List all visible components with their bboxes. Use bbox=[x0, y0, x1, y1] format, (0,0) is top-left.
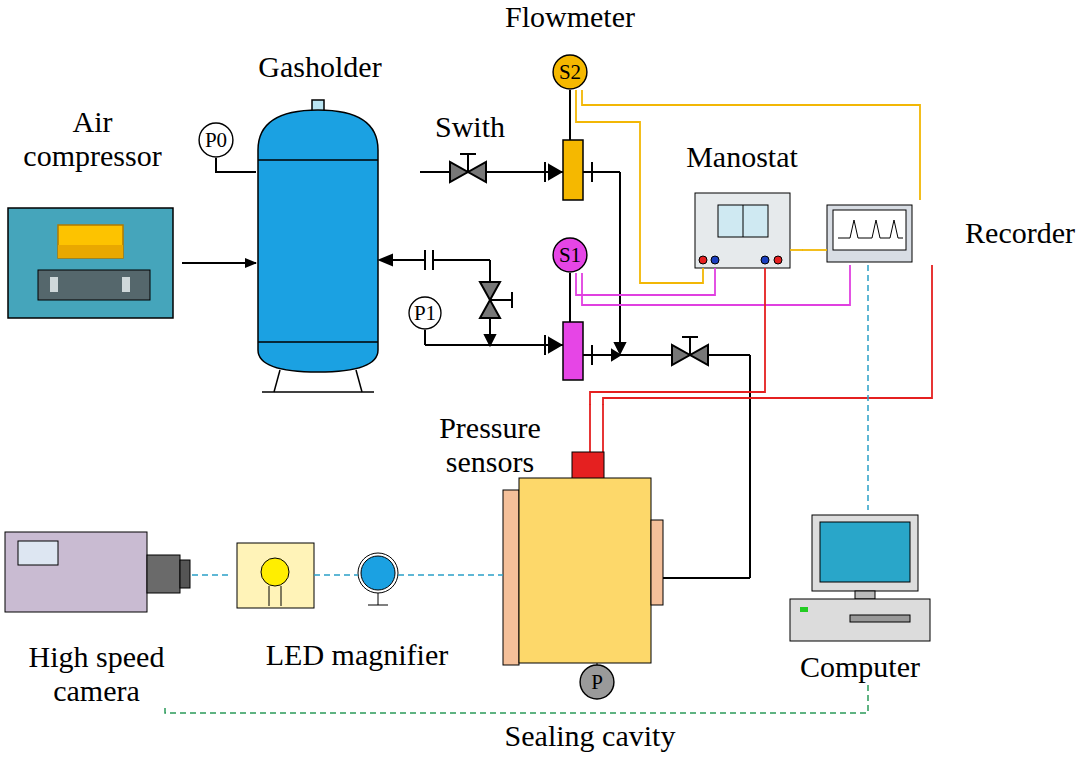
recorder-unit bbox=[827, 205, 912, 262]
flowmeter-body bbox=[563, 322, 583, 380]
connector-line bbox=[576, 268, 715, 295]
component-label: Gasholder bbox=[258, 50, 381, 84]
light-node: LED magnifier bbox=[232, 540, 482, 672]
connector-line bbox=[582, 90, 920, 200]
led-light bbox=[237, 543, 314, 608]
connector-line bbox=[802, 249, 827, 251]
air-compressor bbox=[8, 208, 173, 318]
camera-node: High speed camera bbox=[1, 530, 192, 708]
recorder-node: Recorder bbox=[827, 200, 1078, 265]
component-label: Recorder bbox=[965, 216, 1075, 250]
gasholder-tank bbox=[258, 100, 378, 392]
connector-line bbox=[165, 684, 868, 713]
magnifier-lens bbox=[358, 553, 398, 605]
component-label: Swith bbox=[420, 110, 520, 144]
connector-line bbox=[216, 158, 256, 172]
connector-line bbox=[603, 265, 932, 405]
high-speed-camera bbox=[5, 532, 190, 612]
gauge-label: P bbox=[591, 670, 603, 694]
component-label: Flowmeter bbox=[500, 0, 640, 34]
gasholder-node: Gasholder bbox=[256, 50, 384, 395]
gauge-label: S2 bbox=[559, 60, 581, 84]
component-label: Air compressor bbox=[3, 105, 182, 173]
gauge-label: S1 bbox=[559, 243, 581, 267]
pressure-gauge: P bbox=[579, 664, 615, 700]
component-label: LED magnifier bbox=[266, 638, 448, 672]
connector-line bbox=[182, 262, 256, 264]
component-label: Computer bbox=[800, 650, 920, 684]
computer-set bbox=[790, 515, 930, 641]
connector-line bbox=[576, 90, 703, 283]
signal-wire bbox=[790, 249, 803, 251]
component-label: Pressure sensors bbox=[425, 411, 555, 479]
optical-axis bbox=[398, 574, 503, 576]
pressure-sensor-node: Pressure sensors bbox=[425, 405, 612, 485]
component-label: Sealing cavity bbox=[440, 719, 740, 753]
gauge-label: P1 bbox=[414, 301, 436, 325]
flowmeter-sensor: S2 bbox=[552, 54, 588, 90]
gauge-label: P0 bbox=[205, 128, 227, 152]
pressure-gauge: P1 bbox=[408, 296, 442, 330]
component-label: Manostat bbox=[686, 140, 798, 174]
pressure-gauge: P0 bbox=[198, 122, 234, 158]
computer-node: Computer bbox=[780, 510, 940, 684]
connector-line bbox=[192, 574, 232, 576]
connector-line bbox=[867, 265, 869, 510]
sealing-cavity-chamber bbox=[503, 478, 663, 665]
connector-line bbox=[590, 268, 765, 405]
connector-line bbox=[582, 265, 850, 305]
flowmeter-body bbox=[563, 140, 583, 200]
manostat-unit bbox=[695, 193, 790, 268]
optical-axis bbox=[314, 574, 358, 576]
component-label: High speed camera bbox=[1, 640, 192, 708]
manostat-node: Manostat bbox=[682, 140, 802, 268]
flowmeter-sensor: S1 bbox=[552, 237, 588, 273]
compressor-node: Air compressor bbox=[3, 105, 182, 320]
